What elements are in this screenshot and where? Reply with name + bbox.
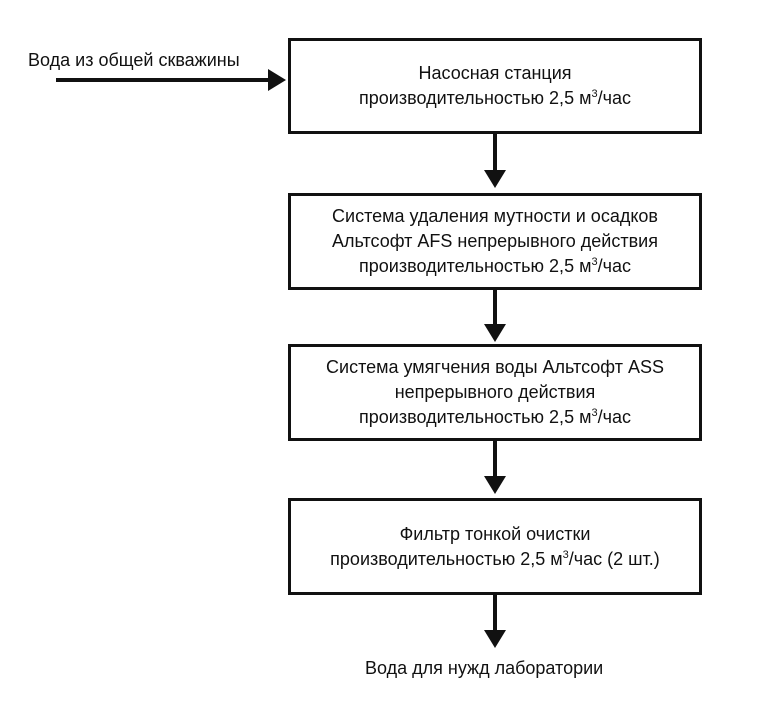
output-label: Вода для нужд лаборатории bbox=[365, 658, 604, 678]
box-2-line-3: производительностью 2,5 м3/час bbox=[359, 256, 631, 276]
box-3-line-3: производительностью 2,5 м3/час bbox=[359, 407, 631, 427]
output-arrowhead bbox=[484, 630, 506, 648]
arrow-3-head bbox=[484, 476, 506, 494]
box-4-line-1: Фильтр тонкой очистки bbox=[399, 523, 591, 544]
box-3-line-1: Система умягчения воды Альтсофт ASS bbox=[326, 357, 664, 377]
box-2-line-1: Система удаления мутности и осадков bbox=[332, 206, 658, 226]
box-4-line-2: производительностью 2,5 м3/час (2 шт.) bbox=[330, 548, 660, 569]
input-label: Вода из общей скважины bbox=[28, 50, 240, 70]
fine-filter-box: Фильтр тонкой очистки производительность… bbox=[288, 498, 702, 595]
arrow-2-head bbox=[484, 324, 506, 342]
box-1-line-1: Насосная станция bbox=[418, 63, 572, 83]
box-2-line-2: Альтсофт AFS непрерывного действия bbox=[332, 231, 658, 251]
water-softening-box: Система умягчения воды Альтсофт ASS непр… bbox=[288, 344, 702, 441]
box-3-line-2: непрерывного действия bbox=[394, 382, 596, 402]
arrow-1-head bbox=[484, 170, 506, 188]
pump-station-box: Насосная станция производительностью 2,5… bbox=[288, 38, 702, 134]
input-arrowhead bbox=[268, 69, 286, 91]
turbidity-removal-box: Система удаления мутности и осадков Альт… bbox=[288, 193, 702, 290]
box-1-line-2: производительностью 2,5 м3/час bbox=[359, 88, 631, 108]
